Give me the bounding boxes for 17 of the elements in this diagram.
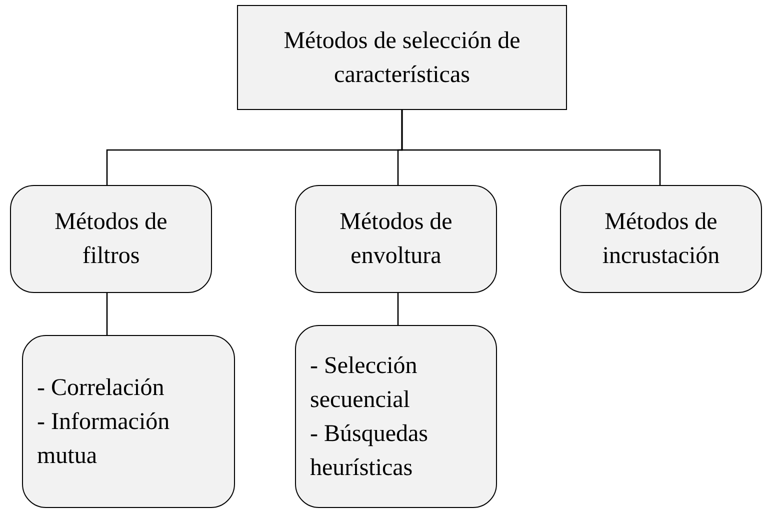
connector-line (397, 293, 399, 325)
list-item: - Búsquedas heurísticas (310, 420, 429, 482)
connector-line (401, 110, 661, 185)
list-box (295, 325, 497, 508)
box-label: Métodos de envoltura (338, 208, 454, 271)
connector-line (106, 293, 108, 335)
category-box (10, 185, 212, 293)
list-item: - Selección secuencial (310, 352, 418, 414)
box-label: Métodos de filtros (54, 208, 168, 271)
list-box (22, 335, 235, 508)
title-box (237, 5, 567, 110)
category-box (560, 185, 762, 293)
list-item: - Información mutua (37, 408, 171, 470)
list-item: - Correlación (37, 374, 164, 402)
category-box (295, 185, 497, 293)
box-label: Métodos de incrustación (601, 208, 721, 271)
box-label: Métodos de selección de características (282, 26, 522, 90)
